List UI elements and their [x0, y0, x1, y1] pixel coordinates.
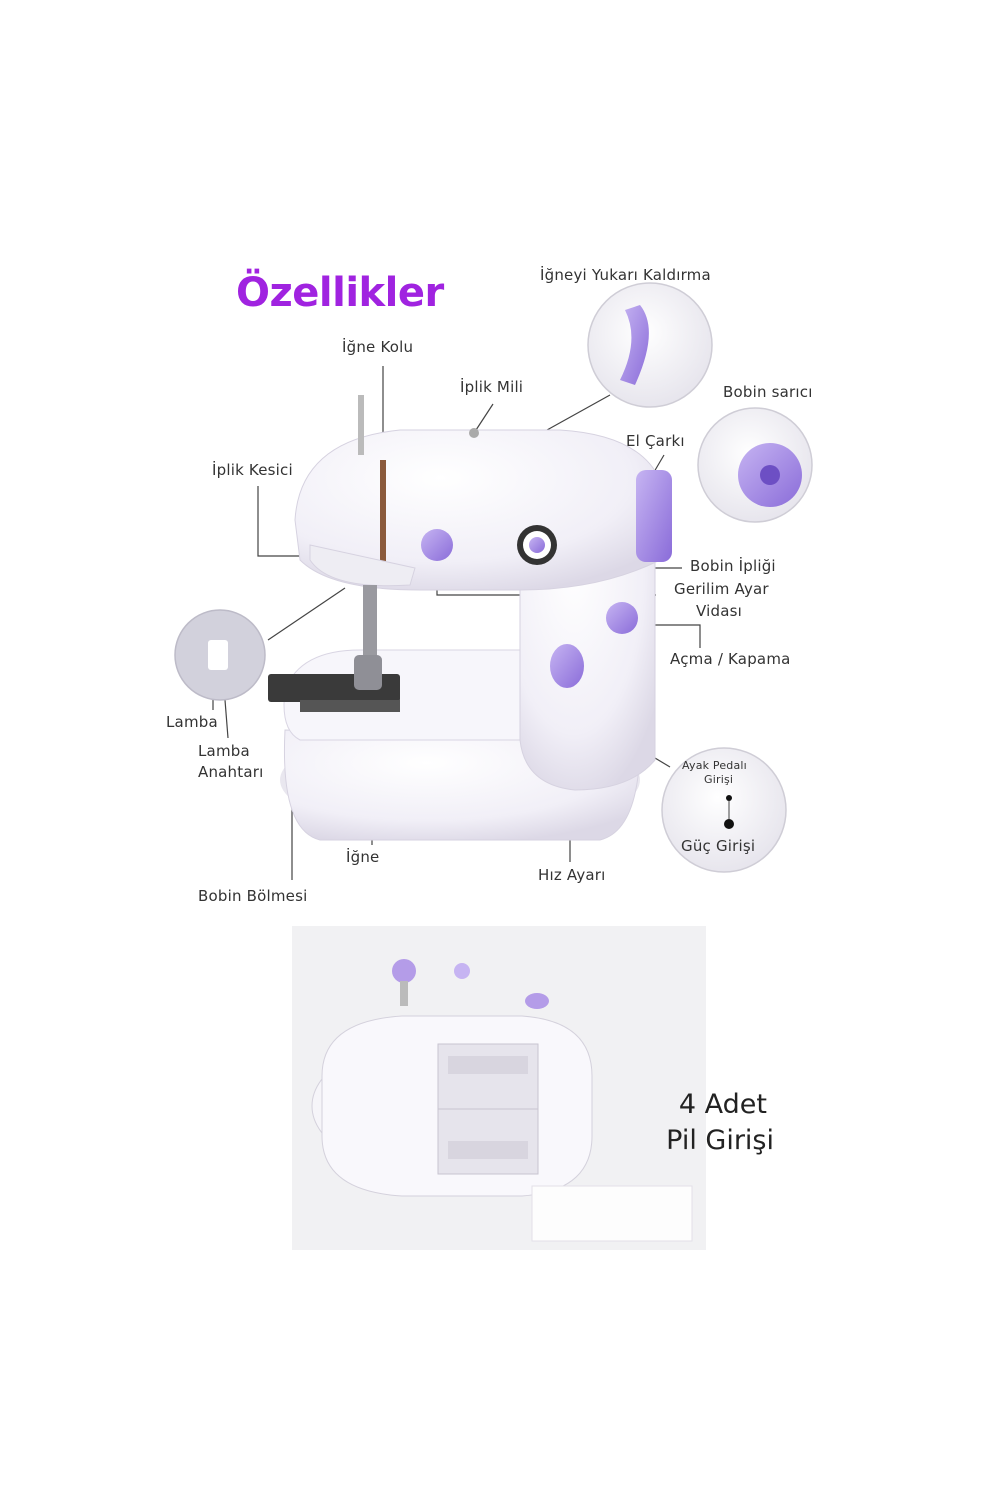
label-spool-pin: İplik Mili [460, 378, 524, 396]
label-power-input: Güç Girişi [681, 837, 756, 855]
label-bobbin-thread: Bobin İpliği [690, 557, 776, 575]
battery-photo [292, 926, 706, 1250]
label-tension-2: Vidası [696, 602, 742, 620]
label-needle-arm: İğne Kolu [342, 338, 414, 356]
label-needle: İğne [346, 848, 380, 866]
label-tension-1: Gerilim Ayar [674, 580, 769, 598]
label-foot-pedal-1: Ayak Pedalı [682, 759, 747, 772]
label-needle-lift: İğneyi Yukarı Kaldırma [540, 266, 711, 284]
label-lamp-switch-1: Lamba [198, 742, 250, 760]
label-lamp-switch-2: Anahtarı [198, 763, 264, 781]
label-hand-wheel: El Çarkı [626, 432, 685, 450]
label-battery-2: Pil Girişi [666, 1125, 774, 1156]
page-title: Özellikler [236, 270, 444, 316]
label-bobbin-winder: Bobin sarıcı [723, 383, 813, 401]
label-battery-1: 4 Adet [678, 1089, 767, 1120]
label-lamp: Lamba [166, 713, 218, 731]
label-power-switch: Açma / Kapama [670, 650, 791, 668]
label-thread-cutter: İplik Kesici [212, 461, 293, 479]
label-foot-pedal-2: Girişi [704, 773, 734, 786]
label-bobbin-case: Bobin Bölmesi [198, 887, 308, 905]
label-speed: Hız Ayarı [538, 866, 606, 884]
battery-compartment-illustration [311, 959, 693, 1242]
